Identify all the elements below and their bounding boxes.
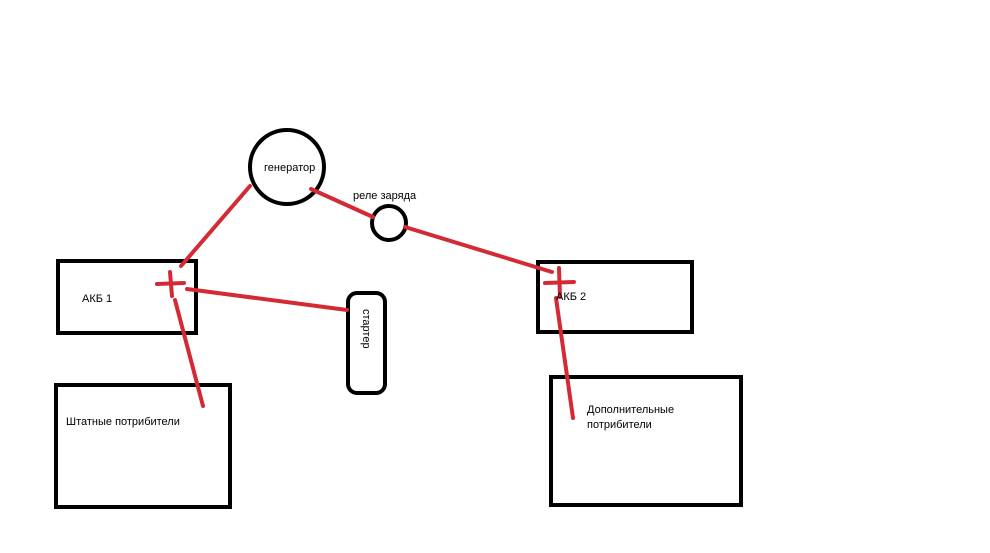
extra-consumers-box [549, 375, 743, 507]
wire-generator-to-battery-1 [179, 184, 252, 268]
battery-2-box [536, 260, 694, 334]
battery-1-plus-terminal [155, 270, 186, 298]
charge-relay-circle [370, 204, 408, 242]
starter-box [346, 291, 387, 395]
battery-1-box [56, 259, 198, 335]
wire-battery-2-to-extra-consumers [554, 296, 575, 420]
extra-consumers-label-line-1: Дополнительные [587, 404, 674, 416]
wire-battery-1-to-standard-consumers [173, 298, 205, 408]
battery-2-label: АКБ 2 [556, 291, 586, 303]
generator-circle [248, 128, 326, 206]
generator-label: генератор [264, 162, 315, 174]
standard-consumers-label: Штатные потрибители [66, 416, 180, 428]
standard-consumers-box [54, 383, 232, 509]
extra-consumers-label-line-2: потрибители [587, 419, 652, 431]
wire-charge-relay-to-battery-2 [403, 225, 554, 274]
wire-battery-1-to-starter [185, 287, 349, 312]
battery-1-label: АКБ 1 [82, 293, 112, 305]
charge-relay-label: реле заряда [353, 190, 417, 202]
battery-2-plus-terminal [543, 266, 576, 299]
wire-generator-to-charge-relay [309, 187, 375, 219]
starter-label: стартер [360, 309, 372, 349]
